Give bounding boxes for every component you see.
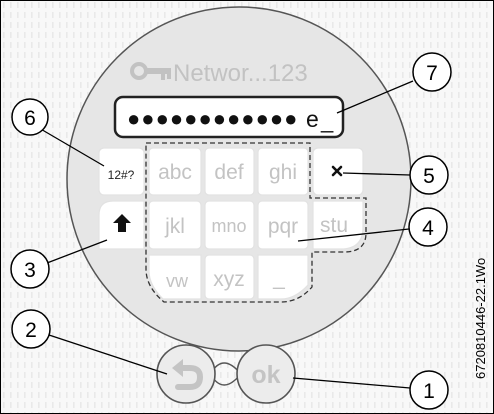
callout-4-label: 4 [422, 217, 434, 240]
ok-button[interactable]: ok [236, 344, 296, 404]
delete-x-icon [331, 165, 343, 177]
network-name-row: Networ...123 [130, 60, 308, 87]
key-jkl[interactable]: jkl [148, 200, 202, 250]
callout-1-label: 1 [423, 380, 435, 403]
key-pqr[interactable]: pqr [257, 200, 309, 250]
letter-keys-group-outline [145, 142, 367, 303]
callout-4: 4 [408, 207, 448, 247]
symbols-key-label: 12#? [108, 168, 135, 182]
callout-7-label: 7 [426, 62, 438, 85]
space-key[interactable]: _ [257, 254, 309, 300]
leader-6 [38, 127, 105, 167]
network-name: Networ...123 [173, 60, 308, 87]
password-dots: ●●●●●●●●●●●● [127, 106, 298, 131]
leader-1 [292, 377, 411, 389]
back-button[interactable] [156, 344, 216, 404]
key-jkl-label: jkl [164, 215, 185, 238]
delete-key[interactable] [312, 147, 364, 196]
back-arrow-icon [172, 359, 204, 390]
shift-arrow-icon [113, 214, 131, 232]
callout-6: 6 [11, 98, 49, 136]
callout-5: 5 [409, 155, 449, 195]
key-vw-label: vw [166, 271, 189, 291]
space-key-label: _ [272, 267, 285, 290]
leader-5 [342, 172, 411, 176]
key-mno[interactable]: mno [204, 200, 255, 250]
key-stu[interactable]: stu [312, 200, 364, 250]
password-last-char: e [306, 106, 319, 132]
key-def-label: def [214, 161, 243, 184]
key-icon [130, 62, 171, 80]
callout-leaders [38, 80, 414, 389]
callout-1: 1 [409, 370, 449, 410]
key-stu-label: stu [320, 214, 348, 237]
callout-3-label: 3 [24, 259, 36, 282]
key-ghi-label: ghi [269, 161, 297, 184]
callout-6-label: 6 [24, 107, 36, 130]
key-pqr-label: pqr [268, 215, 298, 238]
document-id: 6720810446-22.1Wo [473, 258, 488, 379]
callout-2-label: 2 [25, 319, 37, 342]
leader-4 [297, 228, 410, 242]
key-ghi[interactable]: ghi [257, 147, 309, 196]
callout-3: 3 [10, 249, 50, 289]
callout-2: 2 [11, 309, 51, 349]
text-cursor: _ [320, 108, 334, 133]
key-vw[interactable]: vw [148, 254, 202, 300]
key-xyz[interactable]: xyz [204, 254, 255, 300]
leader-2 [48, 334, 168, 375]
leader-7 [336, 80, 414, 114]
symbols-key[interactable]: 12#? [98, 147, 145, 196]
callout-5-label: 5 [423, 165, 435, 188]
key-abc[interactable]: abc [148, 147, 202, 196]
leader-3 [46, 239, 108, 264]
ok-label: ok [251, 361, 280, 389]
key-xyz-label: xyz [213, 268, 245, 291]
shift-key[interactable] [98, 200, 145, 250]
key-mno-label: mno [211, 216, 246, 236]
callout-7: 7 [412, 52, 452, 92]
key-def[interactable]: def [204, 147, 255, 196]
key-abc-label: abc [158, 161, 192, 184]
password-field[interactable]: ●●●●●●●●●●●● e _ [113, 95, 345, 139]
